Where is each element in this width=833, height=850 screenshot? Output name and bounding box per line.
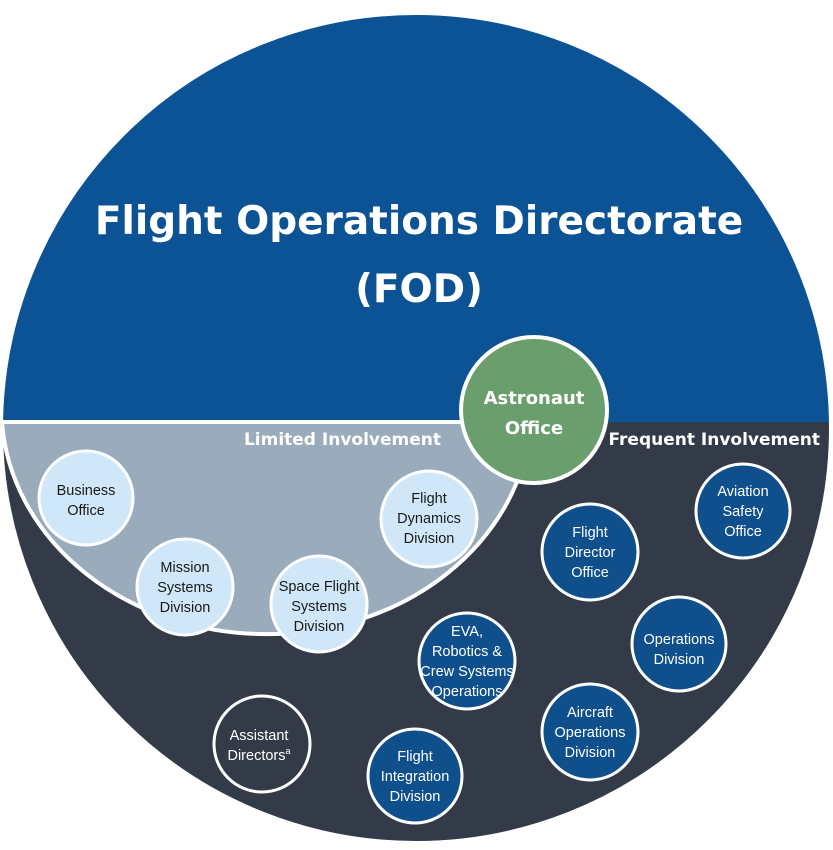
flight-integration-division-node: Flight Integration Division: [366, 727, 464, 825]
space-flight-systems-label-2: Systems: [291, 599, 347, 615]
aircraft-operations-division-circle: [540, 682, 640, 782]
aviation-safety-label-2: Safety: [722, 504, 764, 520]
business-office-label-1: Business: [57, 483, 116, 499]
assistant-directors-node: Assistant Directorsa: [212, 694, 312, 794]
aviation-safety-office-node: Aviation Safety Office: [694, 462, 792, 560]
eva-robotics-label-3: Crew Systems: [420, 664, 513, 680]
mission-systems-division-circle: [135, 537, 235, 637]
aviation-safety-label-3: Office: [724, 524, 762, 540]
astronaut-office-node: Astronaut Office: [459, 335, 609, 485]
operations-division-circle: [630, 595, 728, 693]
assistant-directors-label-2: Directorsa: [227, 746, 290, 764]
space-flight-systems-label-1: Space Flight: [279, 579, 360, 595]
flight-dynamics-division-circle: [379, 469, 479, 569]
flight-director-label-2: Director: [565, 545, 616, 561]
flight-dynamics-label-1: Flight: [411, 491, 446, 507]
astronaut-office-label-1: Astronaut: [484, 388, 585, 409]
flight-integration-label-3: Division: [390, 789, 441, 805]
aviation-safety-label-1: Aviation: [717, 484, 768, 500]
flight-dynamics-label-3: Division: [404, 531, 455, 547]
eva-robotics-label-4: Operations: [432, 684, 503, 700]
flight-integration-label-1: Flight: [397, 749, 432, 765]
operations-division-label-2: Division: [654, 652, 705, 668]
business-office-circle: [37, 449, 135, 547]
eva-robotics-crew-systems-circle: [417, 611, 517, 711]
assistant-directors-label-2-text: Directors: [227, 748, 285, 764]
flight-director-office-circle: [540, 502, 640, 602]
mission-systems-label-2: Systems: [157, 580, 213, 596]
frequent-involvement-label: Frequent Involvement: [609, 430, 821, 450]
eva-robotics-label-2: Robotics &: [432, 644, 502, 660]
astronaut-office-circle: [459, 335, 609, 485]
limited-involvement-label: Limited Involvement: [244, 430, 441, 450]
aviation-safety-office-circle: [694, 462, 792, 560]
title-line-1: Flight Operations Directorate: [95, 199, 743, 244]
assistant-directors-circle: [212, 694, 312, 794]
mission-systems-label-3: Division: [160, 600, 211, 616]
aircraft-operations-label-2: Operations: [555, 725, 626, 741]
space-flight-systems-label-3: Division: [294, 619, 345, 635]
aircraft-operations-label-1: Aircraft: [567, 705, 613, 721]
operations-division-node: Operations Division: [630, 595, 728, 693]
limited-involvement-region: [0, 420, 534, 637]
flight-director-label-1: Flight: [572, 525, 607, 541]
flight-dynamics-label-2: Dynamics: [397, 511, 461, 527]
operations-division-label-1: Operations: [644, 632, 715, 648]
flight-integration-label-2: Integration: [381, 769, 450, 785]
business-office-node: Business Office: [37, 449, 135, 547]
assistant-directors-footnote-marker: a: [286, 746, 291, 756]
flight-director-label-3: Office: [571, 565, 609, 581]
eva-robotics-label-1: EVA,: [451, 624, 483, 640]
business-office-label-2: Office: [67, 503, 105, 519]
eva-robotics-crew-systems-node: EVA, Robotics & Crew Systems Operations: [417, 611, 517, 711]
aircraft-operations-label-3: Division: [565, 745, 616, 761]
space-flight-systems-division-node: Space Flight Systems Division: [269, 554, 369, 654]
flight-dynamics-division-node: Flight Dynamics Division: [379, 469, 479, 569]
mission-systems-label-1: Mission: [160, 560, 209, 576]
aircraft-operations-division-node: Aircraft Operations Division: [540, 682, 640, 782]
assistant-directors-label-1: Assistant: [230, 728, 289, 744]
title-line-2: (FOD): [355, 267, 483, 312]
flight-integration-division-circle: [366, 727, 464, 825]
flight-director-office-node: Flight Director Office: [540, 502, 640, 602]
space-flight-systems-division-circle: [269, 554, 369, 654]
mission-systems-division-node: Mission Systems Division: [135, 537, 235, 637]
astronaut-office-label-2: Office: [505, 418, 563, 439]
